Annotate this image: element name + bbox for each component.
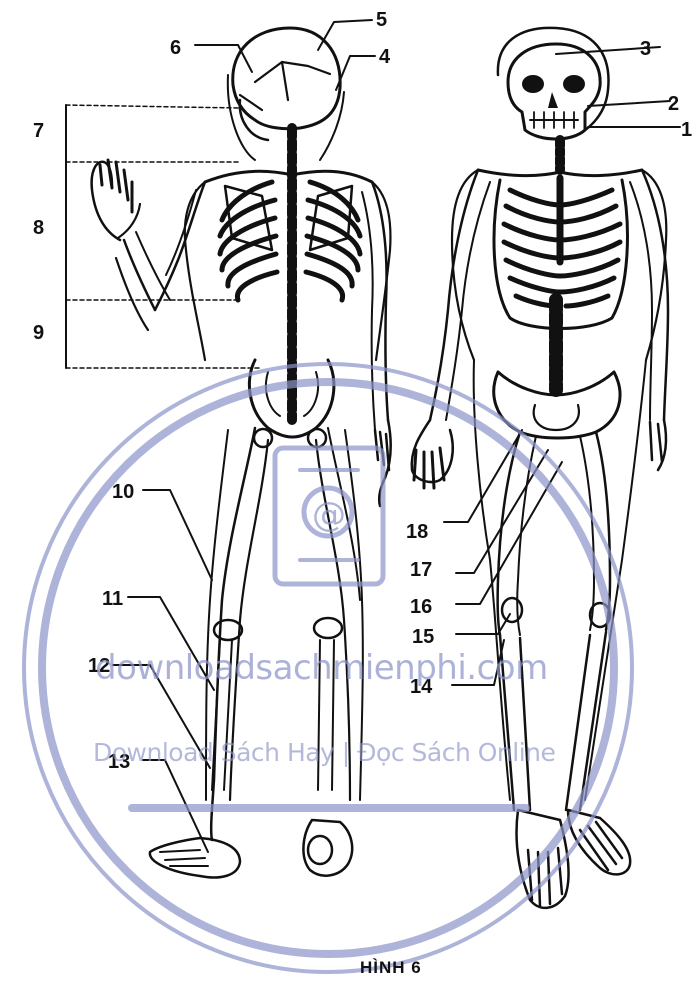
label-8: 8 — [33, 218, 44, 238]
watermark-site: downloadsachmienphi.com — [95, 648, 548, 688]
label-4: 4 — [379, 47, 390, 67]
label-6: 6 — [170, 38, 181, 58]
label-7: 7 — [33, 121, 44, 141]
figure-caption: HÌNH 6 — [360, 958, 422, 978]
watermark-tagline: Download Sách Hay | Đọc Sách Online — [93, 738, 555, 767]
label-9: 9 — [33, 323, 44, 343]
label-3: 3 — [640, 39, 651, 59]
label-16: 16 — [410, 597, 432, 617]
label-18: 18 — [406, 522, 428, 542]
label-11: 11 — [102, 589, 123, 609]
label-17: 17 — [410, 560, 432, 580]
label-1: 1 — [681, 120, 692, 140]
svg-text:@: @ — [312, 495, 346, 535]
label-10: 10 — [112, 482, 134, 502]
label-5: 5 — [376, 10, 387, 30]
label-15: 15 — [412, 627, 434, 647]
front-view-skeleton — [412, 28, 668, 908]
label-2: 2 — [668, 94, 679, 114]
